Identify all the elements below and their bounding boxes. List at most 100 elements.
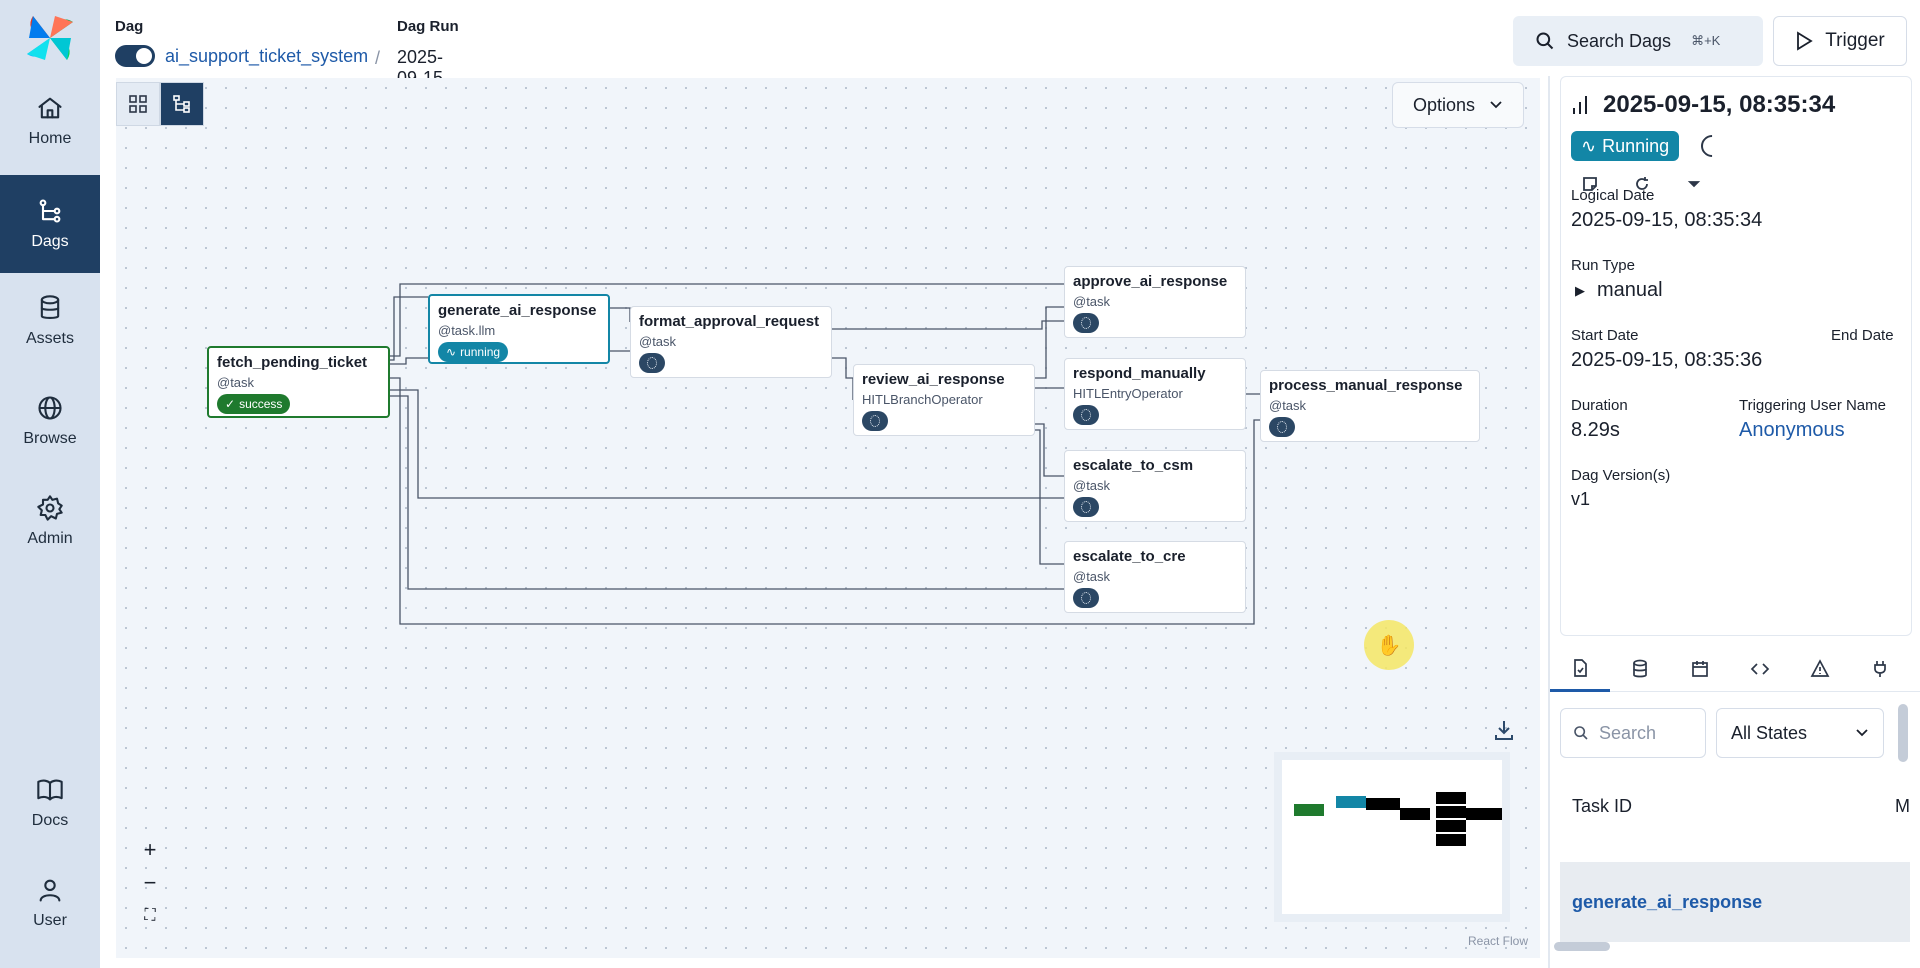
state-badge-running: ∿running: [438, 342, 509, 362]
table-row[interactable]: generate_ai_response: [1560, 862, 1910, 942]
task-search-input[interactable]: Search: [1560, 708, 1706, 758]
tab-task-instances[interactable]: [1550, 646, 1610, 692]
refresh-icon[interactable]: [1633, 175, 1651, 193]
duration-label: Duration: [1571, 397, 1628, 414]
dag-name-link[interactable]: ai_support_ticket_system: [165, 45, 369, 66]
state-badge-none: [862, 411, 888, 431]
nav-label-assets: Assets: [25, 330, 74, 347]
edge-review-cre: [1034, 429, 1064, 565]
task-node-respond-manually[interactable]: respond_manually HITLEntryOperator: [1064, 358, 1246, 430]
graph-icon: [173, 95, 190, 113]
user-icon: [39, 879, 61, 902]
task-node-review-ai-response[interactable]: review_ai_response HITLBranchOperator: [853, 364, 1035, 436]
tab-warnings[interactable]: [1790, 646, 1850, 692]
logical-date-value: 2025-09-15, 08:35:34: [1571, 209, 1763, 231]
col-truncated[interactable]: M: [1895, 795, 1910, 816]
state-badge-none: [1073, 405, 1099, 425]
nav-dags[interactable]: Dags: [0, 175, 100, 273]
run-details-card: 2025-09-15, 08:35:34 ∿ Running Logical D…: [1560, 76, 1912, 636]
graph-view-button[interactable]: [160, 82, 204, 126]
nav-label-home: Home: [28, 130, 72, 147]
nav-label-user: User: [33, 912, 67, 929]
badge-label: success: [239, 397, 283, 411]
nav-browse[interactable]: Browse: [0, 372, 100, 470]
grid-icon: [129, 95, 147, 113]
edge-fetch-csm: [390, 389, 1064, 499]
note-icon[interactable]: [1581, 175, 1599, 193]
task-name: respond_manually: [1073, 365, 1206, 382]
col-task-id[interactable]: Task ID: [1572, 795, 1633, 816]
start-date-value: 2025-09-15, 08:35:36: [1571, 349, 1763, 371]
horizontal-scrollbar[interactable]: [1554, 942, 1610, 951]
vertical-scrollbar[interactable]: [1898, 704, 1908, 762]
triggering-user-label: Triggering User Name: [1739, 397, 1886, 414]
tab-code[interactable]: [1730, 646, 1790, 692]
dags-icon: [39, 199, 61, 223]
nav-assets[interactable]: Assets: [0, 272, 100, 370]
task-search-placeholder: Search: [1599, 722, 1657, 743]
task-node-escalate-to-cre[interactable]: escalate_to_cre @task: [1064, 541, 1246, 613]
task-name: generate_ai_response: [438, 302, 597, 319]
task-type: @task: [217, 375, 255, 390]
task-node-fetch-pending-ticket[interactable]: fetch_pending_ticket @task ✓success: [207, 346, 390, 418]
nav-admin[interactable]: Admin: [0, 472, 100, 570]
chevron-down-icon: [1856, 729, 1868, 737]
tab-assets[interactable]: [1610, 646, 1670, 692]
crumb-run-label: Dag Run: [397, 18, 459, 35]
edge-fetch-cre: [390, 395, 1064, 590]
task-name: process_manual_response: [1269, 377, 1463, 394]
play-icon: [1797, 31, 1813, 51]
task-node-escalate-to-csm[interactable]: escalate_to_csm @task: [1064, 450, 1246, 522]
task-id-link[interactable]: generate_ai_response: [1572, 891, 1763, 912]
edge-fetch-approve: [390, 283, 1064, 357]
task-name: approve_ai_response: [1073, 273, 1228, 290]
task-type: @task: [639, 334, 677, 349]
nav-user[interactable]: User: [0, 854, 100, 952]
search-icon: [1574, 726, 1588, 740]
zoom-in-button[interactable]: +: [143, 837, 157, 862]
tab-plugins[interactable]: [1850, 646, 1910, 692]
task-node-approve-ai-response[interactable]: approve_ai_response @task: [1064, 266, 1246, 338]
trigger-button[interactable]: Trigger: [1773, 16, 1907, 66]
zoom-out-button[interactable]: −: [143, 870, 157, 895]
state-badge-none: [1269, 417, 1295, 437]
state-badge-none: [1073, 497, 1099, 517]
graph-canvas[interactable]: Options fetch_pending_ticket @task ✓succ…: [116, 78, 1540, 958]
trigger-label: Trigger: [1825, 30, 1885, 51]
task-type: @task.llm: [438, 323, 496, 338]
minimap[interactable]: [1274, 752, 1510, 922]
airflow-logo[interactable]: [25, 14, 75, 62]
search-dags-button[interactable]: Search Dags ⌘+K: [1513, 16, 1763, 66]
database-icon: [1633, 659, 1647, 678]
nav-label-docs: Docs: [31, 812, 69, 829]
end-date-label: End Date: [1831, 327, 1894, 344]
duration-value: 8.29s: [1571, 419, 1620, 441]
triggering-user-link[interactable]: Anonymous: [1739, 419, 1845, 441]
edge-fetch-process: [390, 377, 1266, 625]
download-icon[interactable]: [1492, 718, 1516, 742]
run-title-text: 2025-09-15, 08:35:34: [1603, 91, 1836, 118]
fit-view-button[interactable]: ⛶: [144, 907, 156, 924]
dag-version-label: Dag Version(s): [1571, 467, 1671, 484]
react-flow-attribution[interactable]: React Flow: [1468, 934, 1529, 948]
dag-pause-toggle[interactable]: [115, 45, 155, 67]
task-node-format-approval-request[interactable]: format_approval_request @task: [630, 306, 832, 378]
grid-view-button[interactable]: [116, 82, 160, 126]
task-node-generate-ai-response[interactable]: generate_ai_response @task.llm ∿running: [428, 294, 610, 364]
logical-date-label: Logical Date: [1571, 187, 1655, 204]
task-node-process-manual-response[interactable]: process_manual_response @task: [1260, 370, 1480, 442]
state-filter-select[interactable]: All States: [1716, 708, 1884, 758]
caret-down-icon[interactable]: [1685, 175, 1703, 193]
options-label: Options: [1412, 94, 1476, 115]
nav-home[interactable]: Home: [0, 72, 100, 170]
crumb-separator: /: [375, 48, 381, 68]
task-type: @task: [1269, 398, 1307, 413]
nav-docs[interactable]: Docs: [0, 754, 100, 852]
task-type: HITLEntryOperator: [1073, 386, 1183, 401]
tab-events[interactable]: [1670, 646, 1730, 692]
activity-icon: ∿: [446, 345, 457, 359]
edge-format-review: [832, 357, 854, 400]
view-toggle: [116, 82, 204, 126]
activity-icon: ∿: [1581, 135, 1597, 156]
options-button[interactable]: Options: [1392, 82, 1524, 128]
